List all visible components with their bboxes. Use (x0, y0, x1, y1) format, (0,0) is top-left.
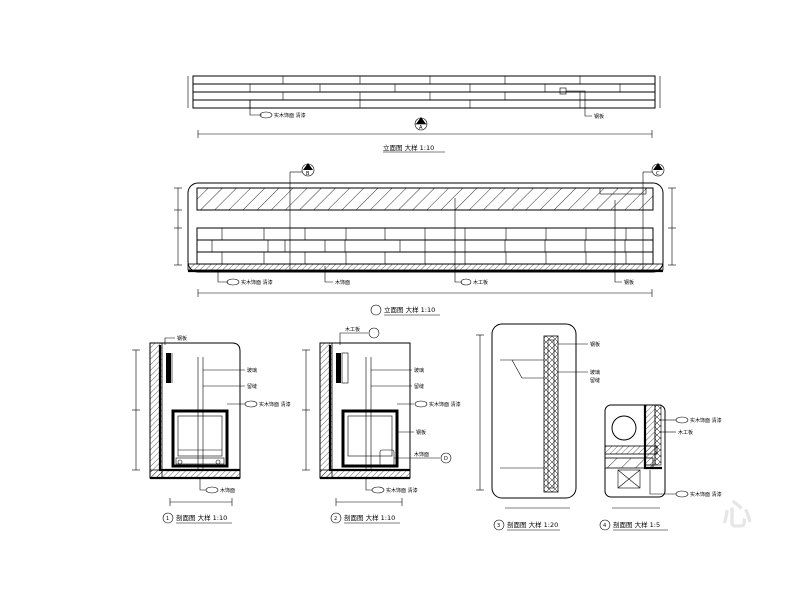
secB-label-material-2: 实木饰面 清漆 (386, 487, 418, 494)
secB-label-steel: 钢板 (416, 429, 426, 436)
plan-label-material: 实木饰面 清漆 (274, 112, 306, 119)
elev-label-material: 实木饰面 清漆 (241, 279, 273, 286)
section-b: 木工板 玻璃 留缝 实木饰面 清漆 钢板 D 木饰面 实木饰面 清漆 2 剖面图… (302, 326, 461, 524)
secB-label-glass: 玻璃 (414, 367, 424, 374)
secA-label-wood: 木饰面 (220, 487, 235, 494)
detail-label-board: 木工板 (678, 429, 693, 436)
elevation-title: 立面图 大样 1:10 (384, 305, 435, 314)
section-c: 钢板 玻璃 留缝 3 剖面图 大样 1:20 (476, 323, 600, 531)
detail-title: 剖面图 大样 1:5 (613, 520, 660, 529)
secB-label-material: 实木饰面 清漆 (429, 401, 461, 408)
secB-marker: 2 (334, 516, 337, 522)
secC-label-gap: 留缝 (590, 377, 600, 384)
detail-label-material: 实木饰面 清漆 (690, 417, 722, 424)
section-b-title: 剖面图 大样 1:10 (344, 513, 395, 522)
secB-label-gap: 留缝 (414, 383, 424, 390)
detail-label-material-2: 实木饰面 清漆 (690, 491, 722, 498)
secA-label-steel: 钢板 (177, 335, 187, 342)
elev-marker-right: C (656, 171, 660, 177)
secA-label-gap: 留缝 (247, 383, 257, 390)
secA-label-glass: 玻璃 (247, 367, 257, 374)
section-a-title: 剖面图 大样 1:10 (176, 513, 227, 522)
secC-label-steel: 钢板 (590, 341, 600, 348)
secA-label-material: 实木饰面 清漆 (259, 401, 291, 408)
plan-title: 立面图 大样 1:10 (383, 143, 434, 152)
section-a: 钢板 玻璃 留缝 实木饰面 清漆 木饰面 1 剖面图 大样 1:10 (132, 335, 291, 524)
elev-marker-left: B (306, 171, 310, 177)
watermark: 心 (722, 498, 752, 533)
elev-label-wood: 木饰面 (335, 279, 350, 286)
secC-label-glass: 玻璃 (590, 369, 600, 376)
secC-marker: 3 (497, 523, 500, 529)
secB-tag: D (444, 456, 448, 462)
detail-view: 实木饰面 清漆 木工板 实木饰面 清漆 4 剖面图 大样 1:5 (599, 404, 722, 531)
elev-label-board: 木工板 (473, 279, 488, 286)
plan-label-steel: 钢板 (594, 113, 604, 120)
elevation-view: B C 实木饰面 清漆 木饰面 木工板 钢板 立面图 大样 1:10 (174, 163, 676, 316)
secB-label-board: 木工板 (345, 326, 360, 333)
plan-marker: A (419, 125, 423, 131)
elev-label-steel: 钢板 (624, 279, 634, 286)
detail-marker: 4 (603, 523, 606, 529)
plan-view: 实木饰面 清漆 钢板 A 立面图 大样 1:10 (187, 75, 661, 153)
section-c-title: 剖面图 大样 1:20 (507, 520, 558, 529)
secB-label-wood: 木饰面 (414, 451, 429, 458)
secA-marker: 1 (166, 516, 169, 522)
